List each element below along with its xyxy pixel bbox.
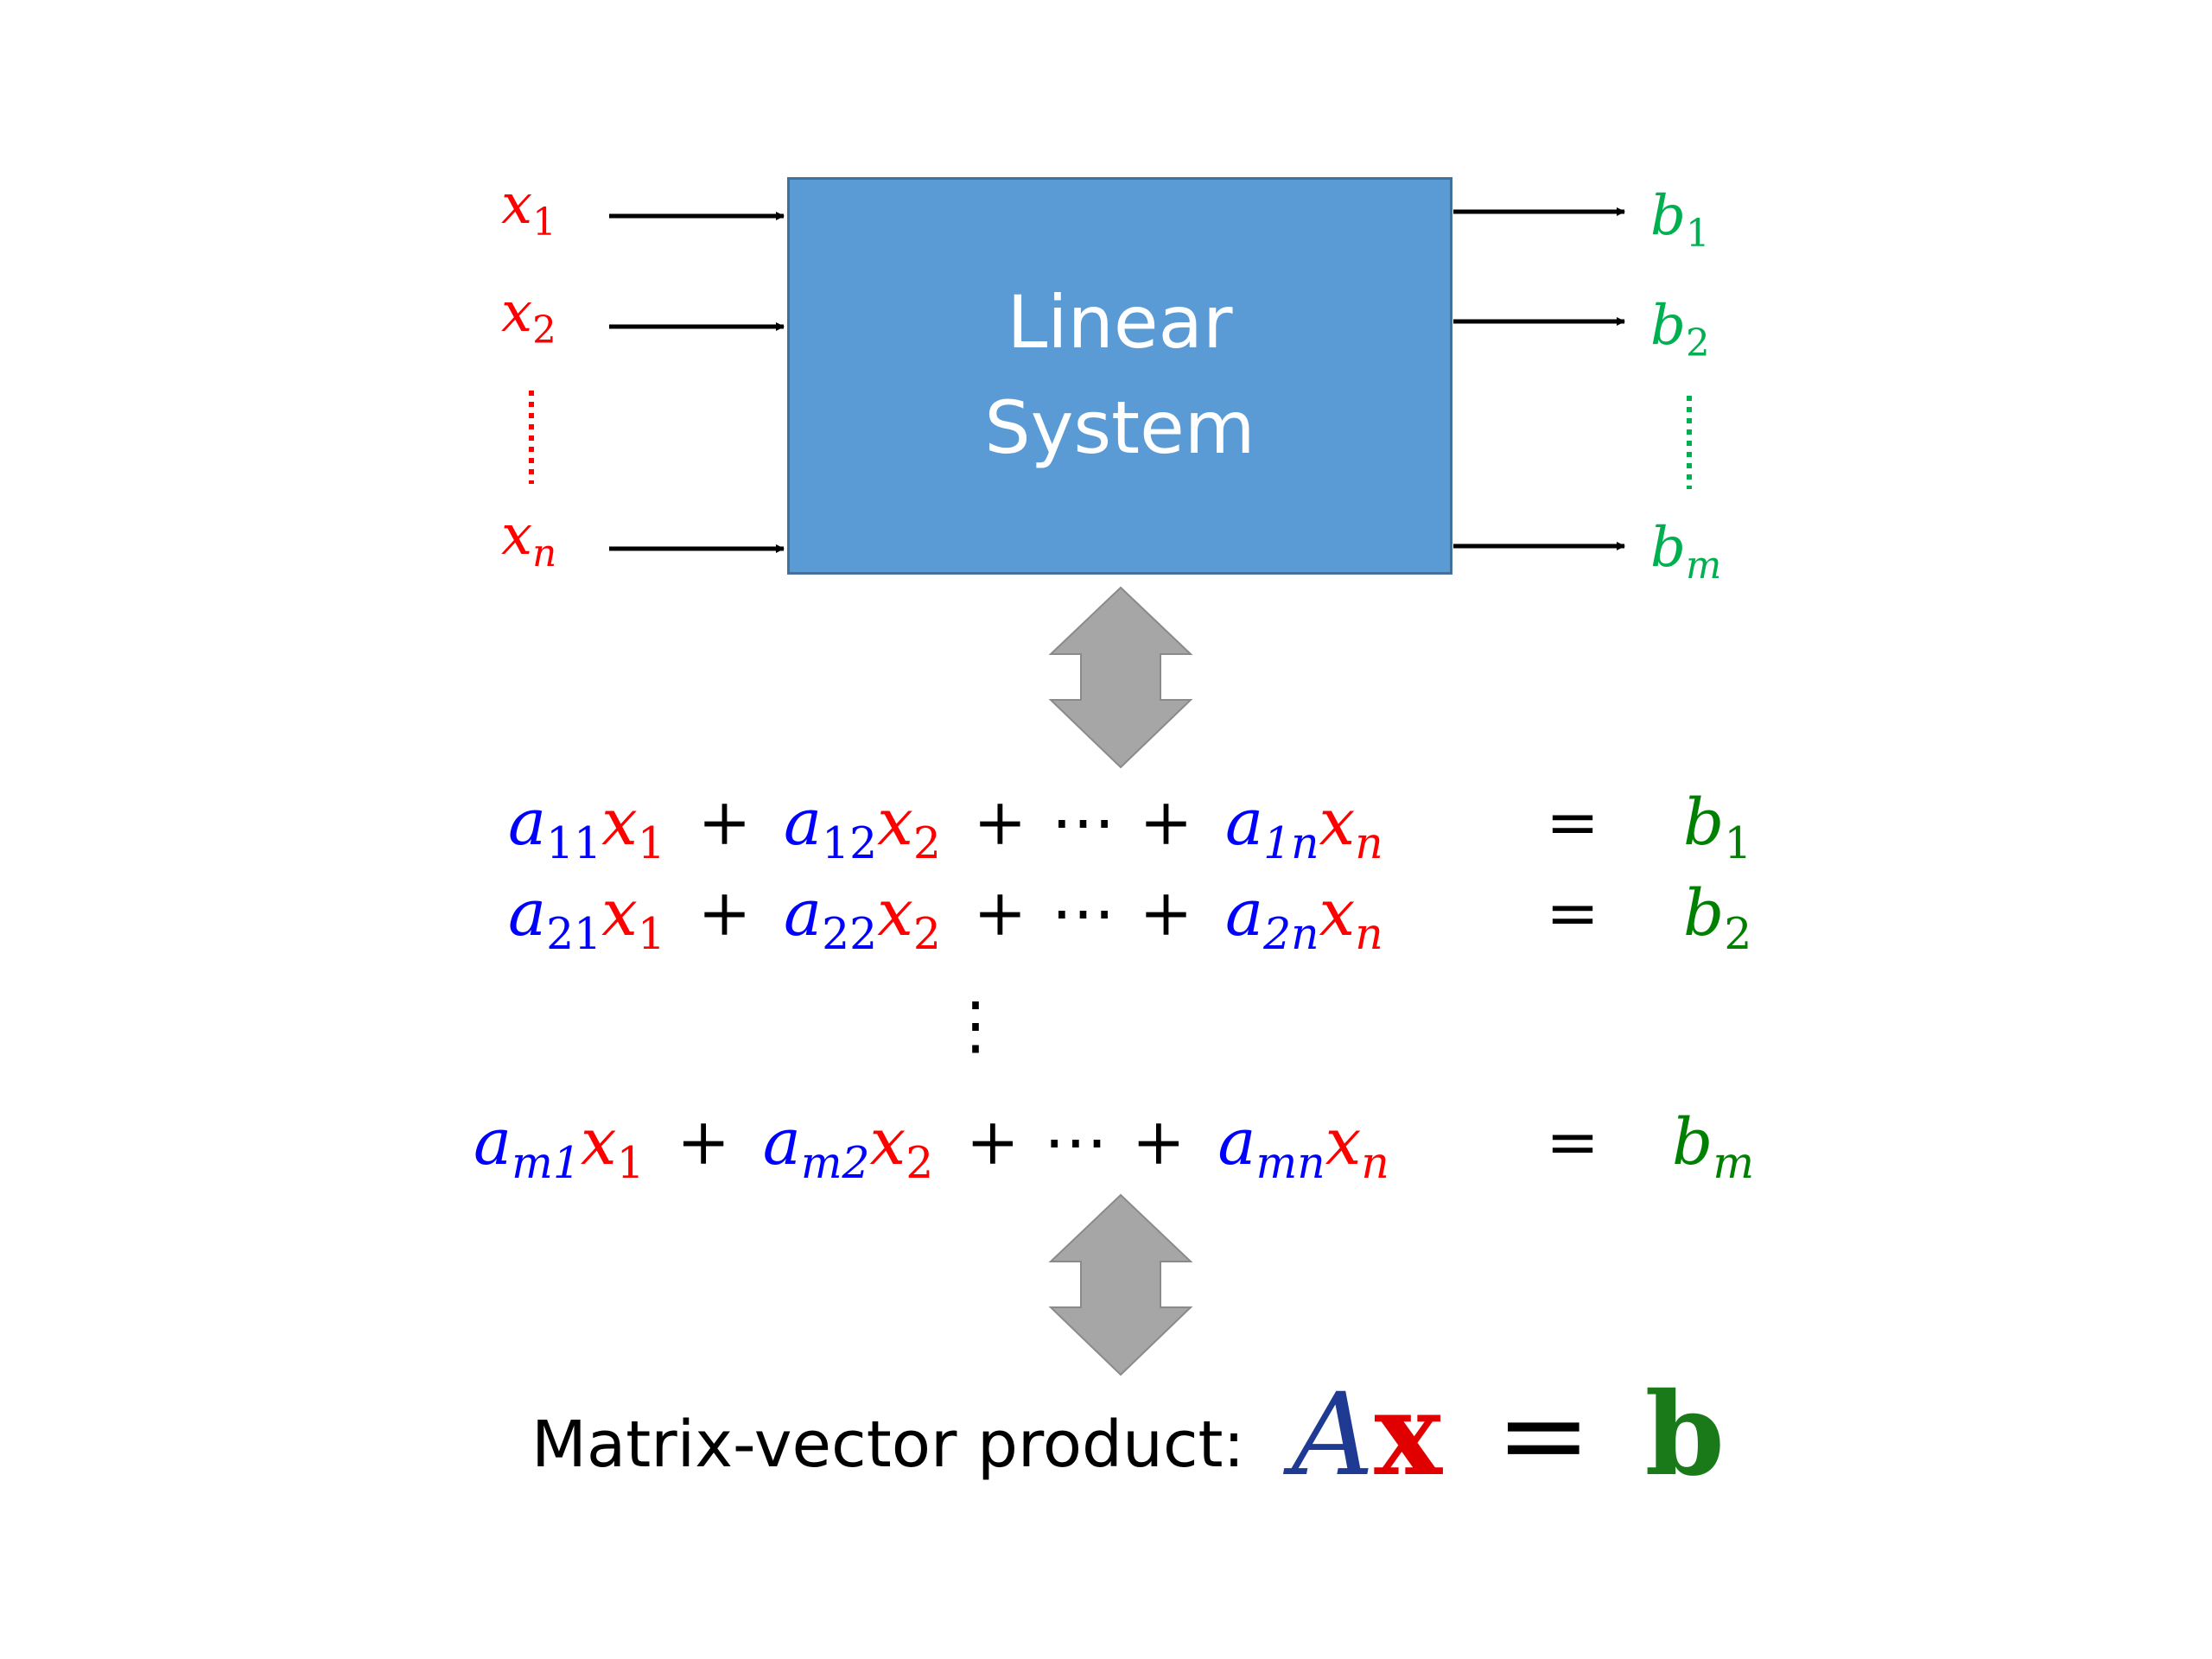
plus-sign: + bbox=[677, 1105, 731, 1179]
var-x1: x1 bbox=[580, 1105, 645, 1189]
vector-b: b bbox=[1644, 1368, 1725, 1502]
var-xn: xn bbox=[1319, 876, 1383, 960]
coef-a11: a11 bbox=[508, 785, 602, 869]
coef-a12: a12 bbox=[783, 785, 878, 869]
coef-am2: am2 bbox=[762, 1105, 870, 1189]
coef-a1n: a1n bbox=[1224, 785, 1319, 869]
plus-sign: + bbox=[973, 785, 1027, 860]
input-xn: xn bbox=[501, 504, 557, 575]
coef-a22: a22 bbox=[783, 876, 878, 960]
rhs-bm: bm bbox=[1672, 1105, 1755, 1189]
coef-a21: a21 bbox=[508, 876, 602, 960]
var-x2: x2 bbox=[877, 785, 941, 869]
plus-sign: + bbox=[973, 876, 1027, 950]
plus-sign: + bbox=[1139, 876, 1193, 950]
output-bm: bm bbox=[1650, 516, 1722, 588]
formula-equals: = bbox=[1496, 1369, 1592, 1502]
equation-row-2: a21x1 + a22x2 +⋯+ a2nxn bbox=[508, 881, 1383, 956]
equals-row-2: = bbox=[1546, 876, 1600, 950]
var-x1: x1 bbox=[601, 876, 665, 960]
rhs-b1: b1 bbox=[1683, 785, 1752, 869]
cdots: ⋯ bbox=[1051, 785, 1116, 860]
vector-x: x bbox=[1374, 1368, 1443, 1502]
double-arrow-bottom bbox=[1048, 1193, 1193, 1376]
equals-row-1: = bbox=[1546, 785, 1600, 860]
matrix-A: A bbox=[1292, 1369, 1375, 1502]
equation-row-m: am1x1 + am2x2 +⋯+ amnxn bbox=[474, 1110, 1389, 1185]
linear-system-box: Linear System bbox=[787, 177, 1452, 575]
plus-sign: + bbox=[1131, 1105, 1185, 1179]
system-label-line1: Linear bbox=[1007, 280, 1233, 365]
rhs-b2: b2 bbox=[1683, 876, 1752, 960]
plus-sign: + bbox=[965, 1105, 1020, 1179]
input-x1: x1 bbox=[501, 173, 556, 245]
coef-a2n: a2n bbox=[1224, 876, 1319, 960]
equals-row-m: = bbox=[1546, 1105, 1600, 1179]
equation-row-1: a11x1 + a12x2 +⋯+ a1nxn bbox=[508, 791, 1383, 865]
coef-amn: amn bbox=[1217, 1105, 1325, 1189]
double-arrow-top bbox=[1048, 586, 1193, 769]
plus-sign: + bbox=[697, 785, 752, 860]
var-x1: x1 bbox=[601, 785, 665, 869]
vertical-ellipsis: ⋮ bbox=[944, 988, 1007, 1063]
cdots: ⋯ bbox=[1051, 876, 1116, 950]
var-x2: x2 bbox=[877, 876, 941, 960]
output-b1: b1 bbox=[1650, 184, 1710, 256]
output-b2: b2 bbox=[1650, 294, 1710, 365]
input-x2: x2 bbox=[501, 281, 556, 353]
matrix-vector-label: Matrix-vector product: bbox=[531, 1408, 1245, 1482]
system-label-line2: System bbox=[984, 385, 1255, 470]
var-x2: x2 bbox=[869, 1105, 934, 1189]
matrix-vector-formula: Ax = b bbox=[1292, 1378, 1725, 1493]
coef-am1: am1 bbox=[474, 1105, 581, 1189]
plus-sign: + bbox=[1139, 785, 1193, 860]
var-xn: xn bbox=[1325, 1105, 1389, 1189]
var-xn: xn bbox=[1319, 785, 1383, 869]
plus-sign: + bbox=[697, 876, 752, 950]
cdots: ⋯ bbox=[1043, 1105, 1108, 1179]
